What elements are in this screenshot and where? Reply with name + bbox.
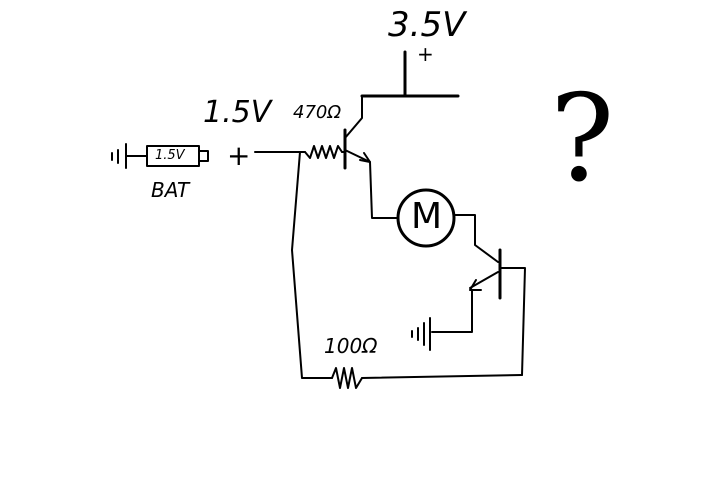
base-resistor-symbol xyxy=(304,145,343,159)
input-plus-label: + xyxy=(227,139,251,172)
transistor-q2 xyxy=(469,248,526,376)
emitter-to-motor-wire xyxy=(369,161,399,219)
battery-symbol xyxy=(111,143,209,169)
q2-ground-wire xyxy=(431,289,473,333)
ground-symbol xyxy=(411,317,431,351)
motor-label: M xyxy=(411,196,443,237)
supply-plus-label: + xyxy=(417,42,434,66)
feedback-resistor-label: 100Ω xyxy=(324,334,378,358)
base-resistor-label: 470Ω xyxy=(293,102,342,123)
motor-symbol xyxy=(396,188,456,248)
feedback-loop-wire xyxy=(291,151,523,379)
feedback-resistor-symbol xyxy=(331,367,363,389)
supply-voltage-label: 3.5V xyxy=(388,5,466,45)
supply-rail xyxy=(360,50,460,98)
battery-label: BAT xyxy=(151,178,190,202)
question-mark: ? xyxy=(550,70,615,209)
battery-body xyxy=(146,145,200,167)
transistor-q1 xyxy=(341,95,371,170)
motor-to-q2-wire xyxy=(453,214,499,263)
input-voltage-label: 1.5V xyxy=(203,95,272,130)
battery-text-label: 1.5V xyxy=(155,148,185,163)
